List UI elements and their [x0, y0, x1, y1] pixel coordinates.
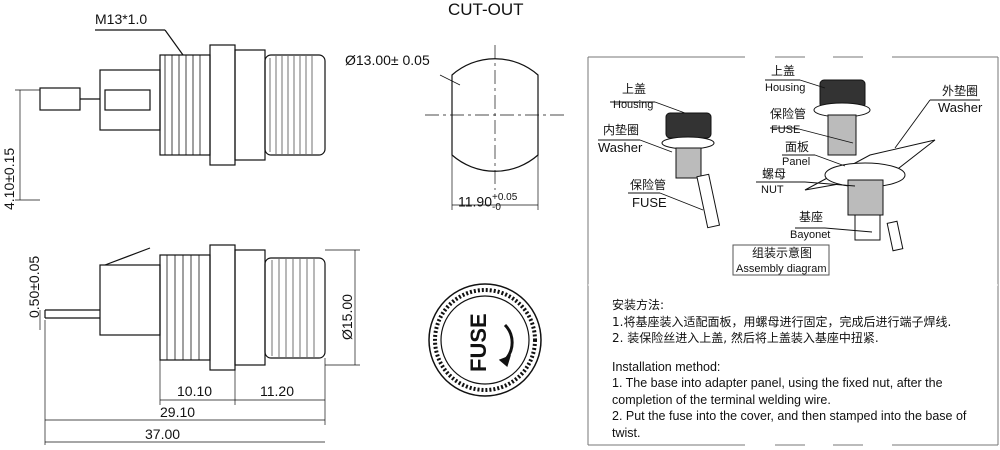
label-fuse2-en: FUSE: [771, 124, 801, 136]
instructions-en-1b: completion of the terminal welding wire.: [612, 392, 831, 407]
label-fuse-en: FUSE: [632, 195, 667, 210]
cutout-flat-width: 11.90+0.05-0: [458, 193, 517, 213]
label-bayonet-cn: 基座: [799, 210, 824, 224]
label-panel-cn: 面板: [785, 140, 810, 154]
cutout-shape: [425, 45, 565, 210]
instructions-en-2a: 2. Put the fuse into the cover, and then…: [612, 409, 967, 423]
instructions-cn-1: 1.将基座装入适配面板，用螺母进行固定，完成后进行端子焊线.: [612, 314, 952, 329]
length-a: 10.10: [177, 383, 213, 399]
length-total: 37.00: [145, 426, 181, 442]
label-panel-en: Panel: [782, 156, 811, 168]
assembly-box: [587, 56, 999, 446]
label-fuse2-cn: 保险管: [770, 107, 807, 121]
label-washer-cn: 内垫圈: [603, 123, 640, 137]
cutout-title: CUT-OUT: [448, 0, 524, 19]
fuse-cap-top-view: [428, 283, 542, 397]
instructions-en-1a: 1. The base into adapter panel, using th…: [612, 376, 943, 390]
instructions-cn-2: 2. 装保险丝进入上盖, 然后将上盖装入基座中扭紧.: [612, 331, 879, 345]
label-housing2-en: Housing: [765, 82, 806, 94]
height-dimension-a: 4.10±0.15: [1, 147, 17, 210]
assembly-illustration: [598, 79, 980, 276]
label-nut-cn: 螺母: [762, 167, 787, 181]
length-c: 29.10: [160, 404, 196, 420]
label-outer-washer-en: Washer: [938, 100, 983, 115]
label-bayonet-en: Bayonet: [790, 229, 831, 241]
assembly-caption-en: Assembly diagram: [736, 263, 827, 275]
side-view-top: [15, 29, 326, 201]
label-fuse-cn: 保险管: [630, 178, 667, 192]
tol-minus: -0: [492, 202, 501, 213]
label-housing-en: Housing: [613, 99, 654, 111]
installation-instructions: 安装方法: 1.将基座装入适配面板，用螺母进行固定，完成后进行端子焊线. 2. …: [612, 297, 966, 441]
side-view-bottom: [39, 244, 360, 445]
fuse-cap-label: FUSE: [466, 313, 491, 372]
thread-dimension: M13*1.0: [95, 11, 148, 27]
body-diameter: Ø15.00: [339, 294, 355, 340]
instructions-cn-title: 安装方法:: [612, 298, 665, 312]
label-washer-en: Washer: [598, 140, 643, 155]
height-dimension-b: 0.50±0.05: [26, 255, 42, 318]
length-b: 11.20: [260, 383, 294, 399]
tol-plus: +0.05: [492, 192, 518, 203]
instructions-en-2b: twist.: [612, 425, 641, 440]
label-outer-washer-cn: 外垫圈: [942, 84, 979, 98]
label-housing-cn: 上盖: [622, 82, 647, 96]
instructions-en-title: Installation method:: [612, 359, 721, 374]
label-housing2-cn: 上盖: [771, 64, 796, 78]
flat-value: 11.90: [458, 193, 492, 210]
assembly-caption-cn: 组装示意图: [752, 246, 813, 260]
cutout-diameter: Ø13.00± 0.05: [345, 52, 430, 68]
label-nut-en: NUT: [761, 184, 784, 196]
